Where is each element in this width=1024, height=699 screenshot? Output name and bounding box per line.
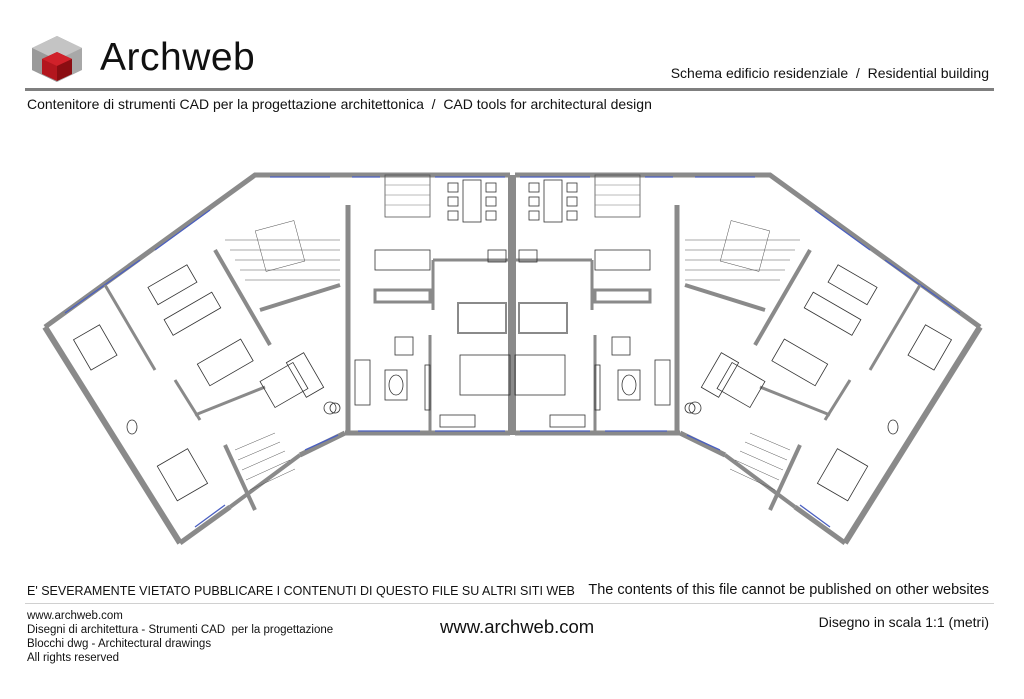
footer-divider xyxy=(25,603,994,604)
scale-note: Disegno in scala 1:1 (metri) xyxy=(818,614,989,630)
archweb-logo xyxy=(30,34,84,89)
isometric-cube-icon xyxy=(32,36,82,82)
copyright-warning-italian: E' SEVERAMENTE VIETATO PUBBLICARE I CONT… xyxy=(27,584,575,598)
subtitle: Contenitore di strumenti CAD per la prog… xyxy=(27,96,652,112)
footer-line: Blocchi dwg - Architectural drawings xyxy=(27,638,212,650)
footer-line: Disegni di architettura - Strumenti CAD … xyxy=(27,624,334,636)
center-left-apartment xyxy=(329,172,516,436)
right-wing-apartment xyxy=(678,172,983,546)
floor-plan xyxy=(40,165,985,555)
website-url: www.archweb.com xyxy=(440,616,595,637)
left-wing-apartment xyxy=(42,172,347,546)
copyright-warning-english: The contents of this file cannot be publ… xyxy=(588,582,989,598)
center-right-apartment xyxy=(514,172,696,436)
header-divider xyxy=(25,88,994,91)
drawing-title: Schema edificio residenziale / Residenti… xyxy=(670,65,989,81)
footer-line: All rights reserved xyxy=(27,652,120,664)
footer-line: www.archweb.com xyxy=(27,610,123,622)
brand-name: Archweb xyxy=(100,36,256,79)
footer-info: www.archweb.com Disegni di architettura … xyxy=(27,609,333,665)
